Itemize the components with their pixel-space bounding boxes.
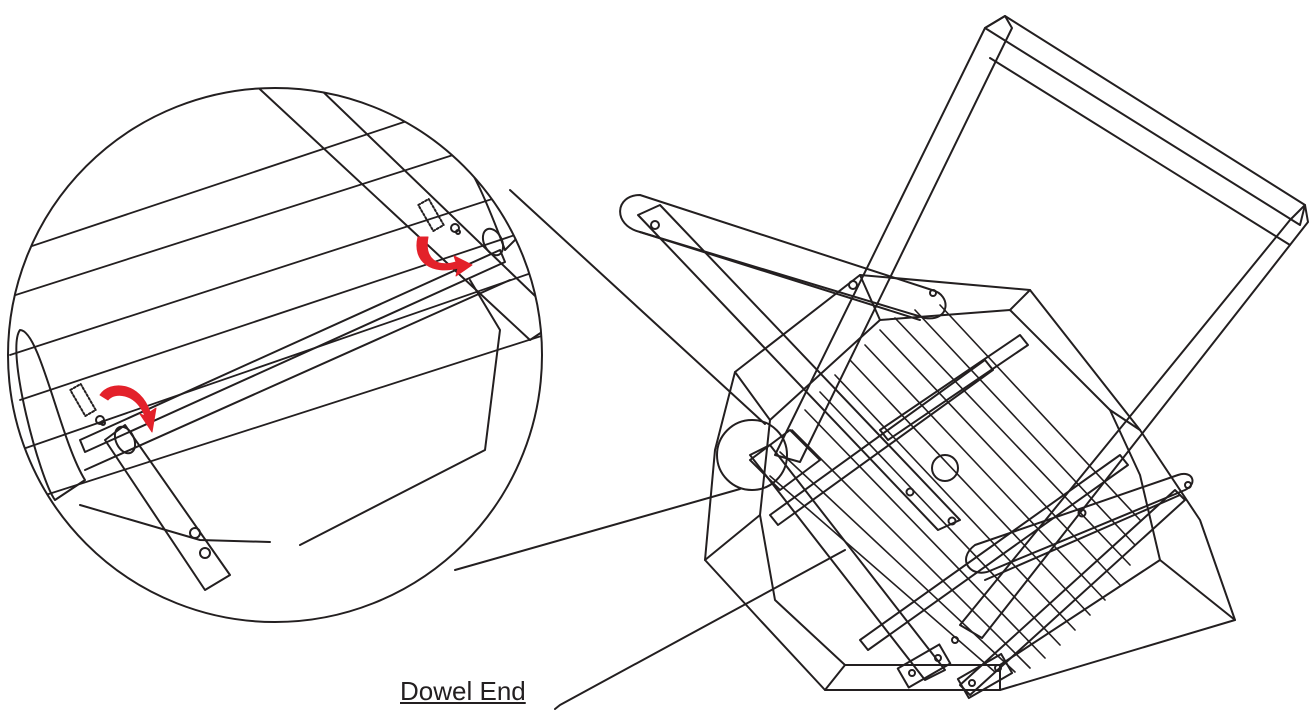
rotation-arrow-lower (99, 385, 157, 433)
seat-box-outline (704, 274, 1236, 691)
seat-box-inner (759, 309, 1161, 666)
drain-hole (931, 454, 959, 482)
detail-marker (716, 419, 788, 491)
rotation-arrow-upper (416, 236, 473, 277)
dowel-end-label: Dowel End (400, 676, 526, 706)
armrest-right (965, 472, 1194, 581)
detail-view (7, 87, 543, 623)
dowel-end-leader (554, 549, 846, 710)
back-frame (774, 15, 1309, 639)
cross-brace-middle (769, 359, 994, 526)
detail-left-leg (104, 424, 231, 591)
leg-left (637, 204, 961, 531)
armrest-left (619, 194, 947, 321)
detail-circle-frame (7, 87, 543, 623)
front-legs (749, 429, 1186, 700)
chair-illustration (619, 15, 1309, 700)
magnifier-leaders (454, 189, 766, 571)
detail-dowel-rod (79, 249, 506, 453)
cross-brace-lower (859, 454, 1129, 651)
detail-right-leg (249, 88, 542, 341)
cross-brace-upper (879, 334, 1029, 441)
